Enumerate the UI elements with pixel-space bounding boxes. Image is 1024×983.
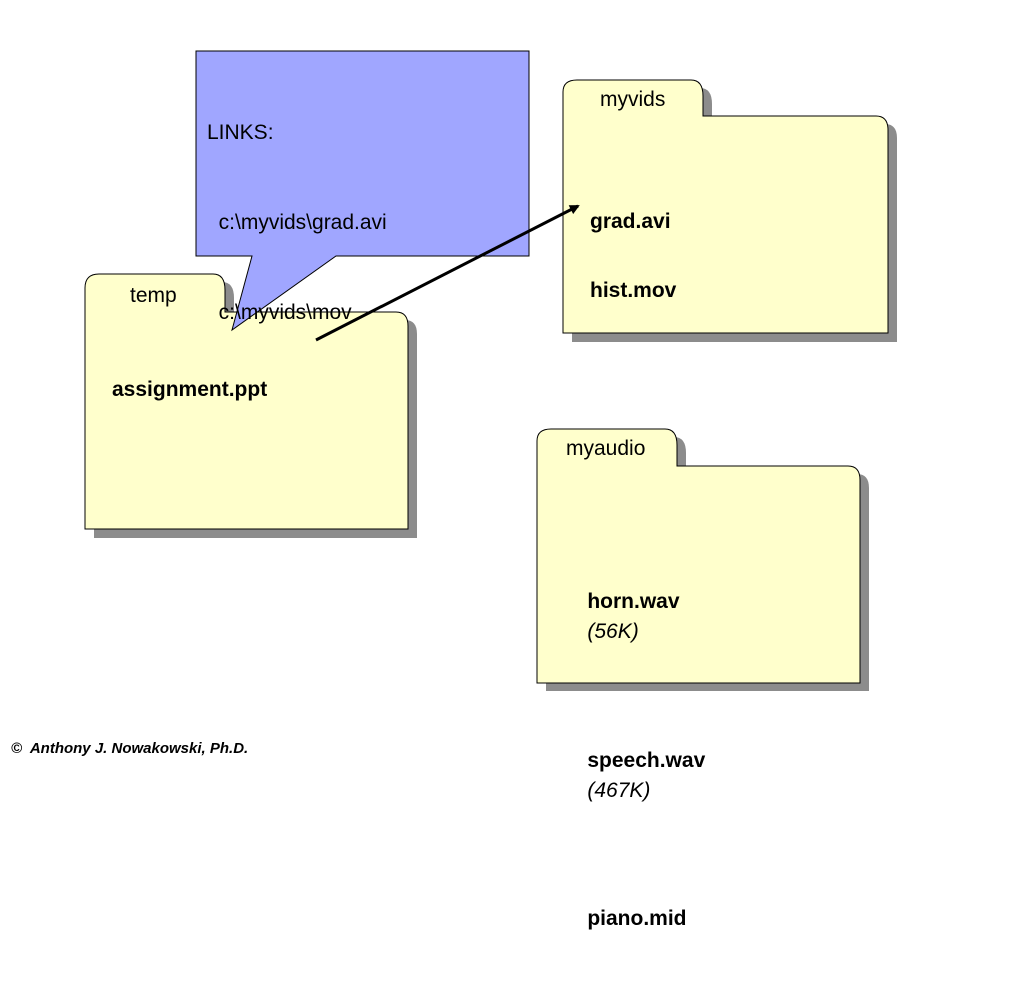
link-arrow [315,204,580,342]
folder-myaudio-tab-label: myaudio [566,437,646,460]
callout-line: c:\myvids\mov [207,301,352,324]
folder-myaudio-body [536,428,861,684]
file-item[interactable]: assignment.ppt [112,375,267,405]
file-name: speech.wav [587,748,706,772]
file-name: assignment.ppt [112,378,268,402]
file-name: hist.mov [590,278,677,302]
file-item[interactable]: hist.mov [590,276,676,306]
callout-line: LINKS: [207,121,274,144]
links-callout-bubble [195,50,530,332]
file-item[interactable]: grad.avi [590,207,676,237]
folder-myvids-body [562,79,889,334]
file-name: horn.wav [587,590,680,614]
callout-line: c:\myvids\grad.avi [207,211,387,234]
folder-myaudio-file-list: horn.wav (56K) speech.wav (467K) piano.m… [564,519,705,983]
folder-temp-body [84,273,409,530]
copyright-footer: © Anthony J. Nowakowski, Ph.D. [11,740,249,757]
folder-temp-tab-label: temp [130,284,177,307]
folder-temp-file-list: assignment.ppt [112,337,267,425]
folder-temp[interactable] [84,273,417,538]
diagram-canvas [84,50,897,691]
file-size: (56K) [587,620,639,644]
folder-myvids-file-list: grad.avi hist.mov [590,169,676,325]
file-name: piano.mid [587,907,687,931]
links-callout-text: LINKS: c:\myvids\grad.avi c:\myvids\mov [207,58,387,358]
folder-myvids[interactable] [562,79,897,342]
file-name: grad.avi [590,210,671,234]
folder-myvids-tab-label: myvids [600,88,666,111]
file-item[interactable]: horn.wav (56K) [564,557,705,677]
folder-myaudio[interactable] [536,428,869,691]
file-item[interactable]: speech.wav (467K) [564,716,705,836]
file-item[interactable]: piano.mid [564,874,705,964]
file-size: (467K) [587,778,651,802]
